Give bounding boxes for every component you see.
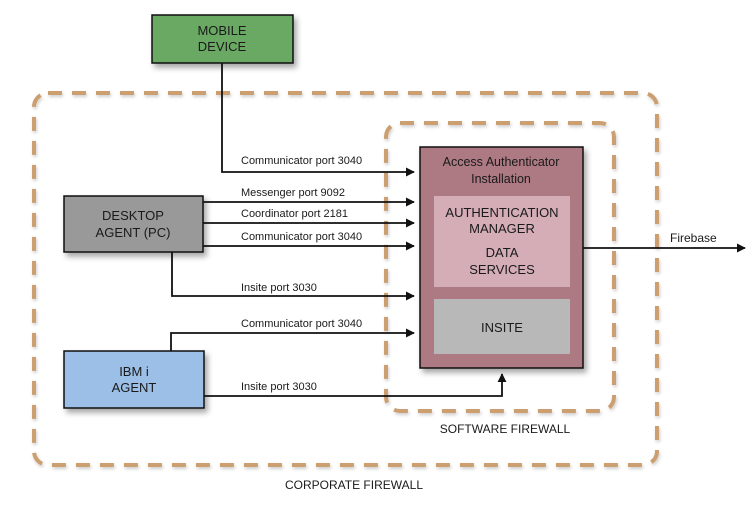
corporate-firewall-label: CORPORATE FIREWALL — [285, 478, 423, 492]
desktop-agent-node: DESKTOP AGENT (PC) — [63, 195, 204, 253]
desktop-comm-label: Communicator port 3040 — [241, 231, 362, 243]
software-firewall-label: SOFTWARE FIREWALL — [440, 422, 571, 436]
ibm-insite-connector — [204, 373, 507, 397]
corporate-firewall-boundary — [32, 91, 659, 467]
mobile-device-node: MOBILE DEVICE — [151, 14, 294, 64]
auth-label-line1: AUTHENTICATION — [445, 205, 558, 220]
data-services-line2: SERVICES — [469, 262, 535, 277]
desktop-messenger-label: Messenger port 9092 — [241, 187, 345, 199]
ibm-label-line1: IBM i — [119, 364, 149, 379]
desktop-insite-connector — [171, 252, 415, 301]
ibm-label-line2: AGENT — [112, 380, 157, 395]
ibm-comm-label: Communicator port 3040 — [241, 318, 362, 330]
software-firewall-boundary — [384, 121, 616, 413]
connections — [170, 63, 746, 397]
desktop-label-line1: DESKTOP — [102, 208, 164, 223]
insite-node: INSITE — [434, 299, 570, 354]
installation-node: Access Authenticator Installation AUTHEN… — [419, 146, 584, 369]
mobile-label-line1: MOBILE — [197, 23, 246, 38]
ibm-insite-label: Insite port 3030 — [241, 381, 317, 393]
ibm-agent-node: IBM i AGENT — [63, 350, 205, 409]
auth-label-line2: MANAGER — [469, 221, 535, 236]
ibm-comm-connector — [170, 328, 415, 351]
mobile-comm-connector — [221, 63, 415, 177]
desktop-insite-label: Insite port 3030 — [241, 282, 317, 294]
desktop-coordinator-label: Coordinator port 2181 — [241, 208, 348, 220]
firebase-label: Firebase — [670, 231, 717, 245]
insite-label: INSITE — [481, 320, 523, 335]
data-services-line1: DATA — [486, 245, 519, 260]
mobile-label-line2: DEVICE — [198, 39, 247, 54]
desktop-label-line2: AGENT (PC) — [96, 225, 171, 240]
mobile-comm-label: Communicator port 3040 — [241, 155, 362, 167]
auth-manager-node: AUTHENTICATION MANAGER DATA SERVICES — [434, 196, 570, 287]
installation-title-line1: Access Authenticator — [443, 155, 560, 169]
installation-title-line2: Installation — [471, 172, 531, 186]
